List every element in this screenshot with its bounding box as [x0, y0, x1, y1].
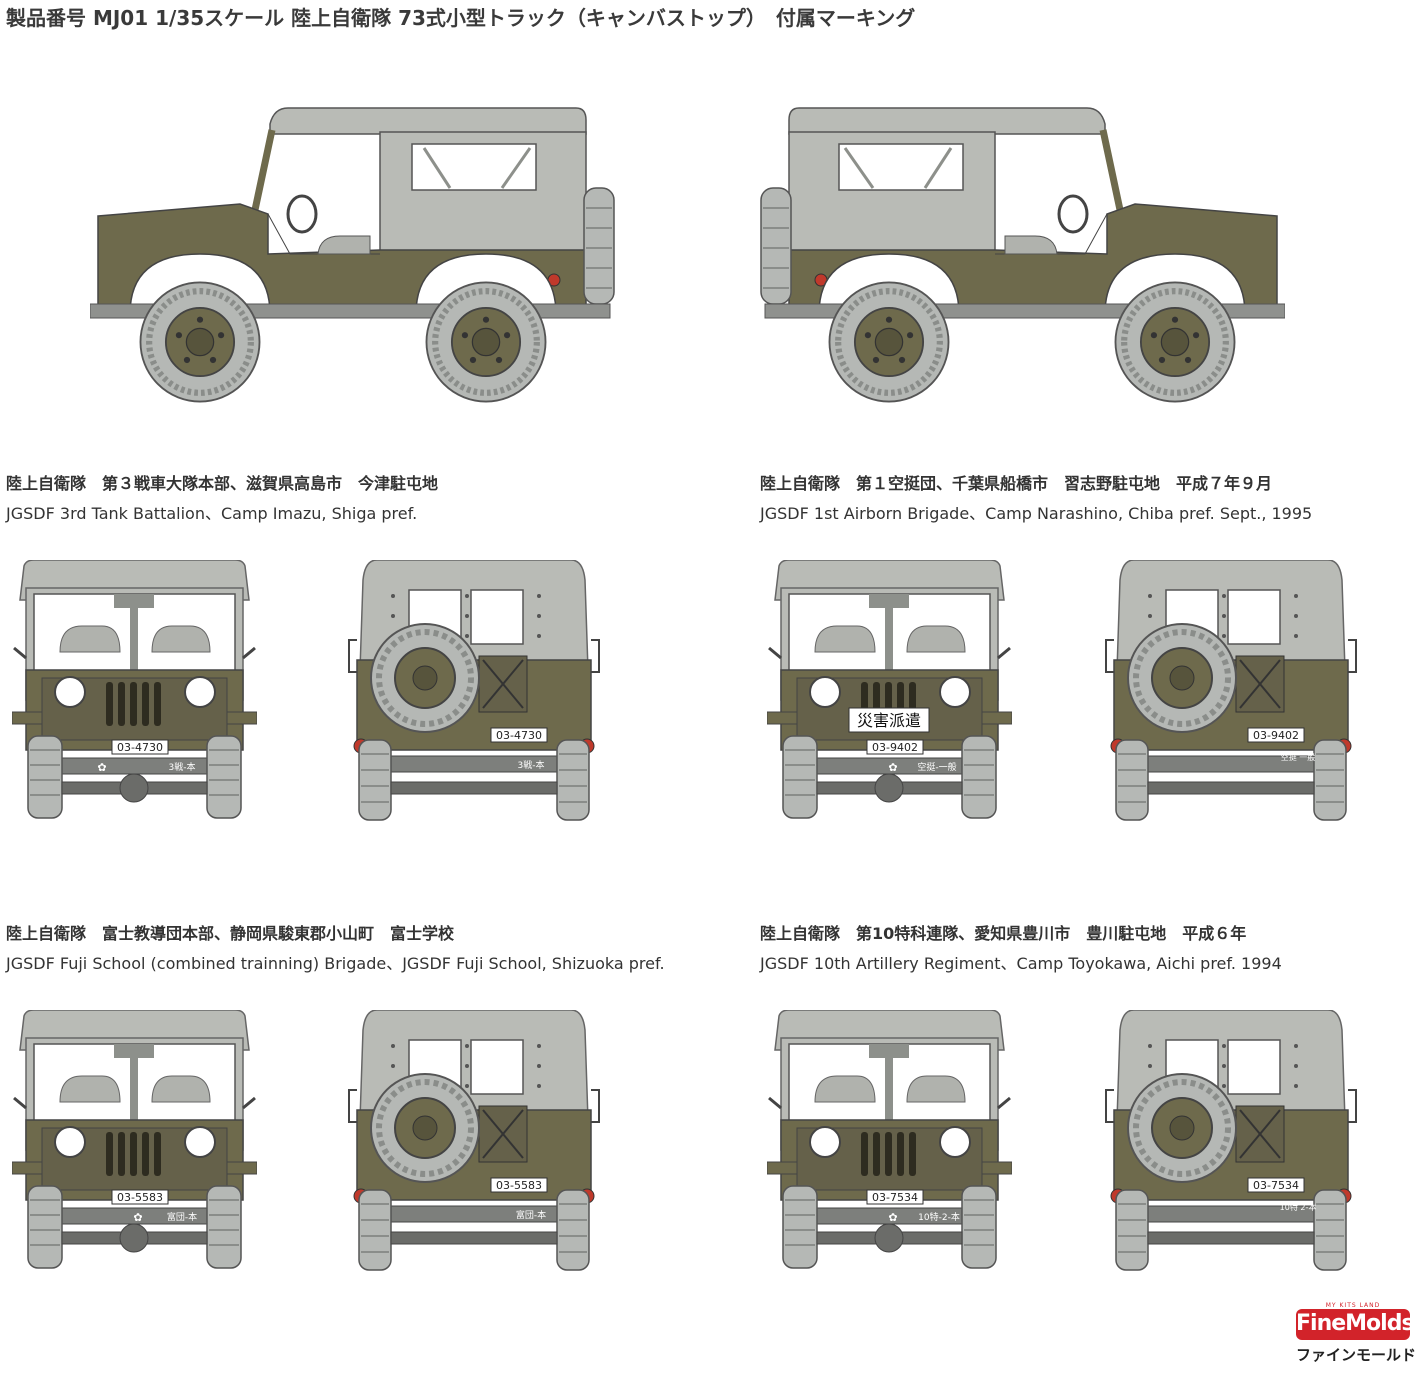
front-unit: 富団-本 — [167, 1211, 197, 1223]
caption-en: JGSDF 10th Artillery Regiment、Camp Toyok… — [760, 954, 1282, 973]
caption-jp: 陸上自衛隊 第10特科連隊、愛知県豊川市 豊川駐屯地 平成６年 — [760, 924, 1247, 943]
front-view-marking-3: 03-5583 富団-本 ✿ — [12, 1010, 257, 1270]
caption-jp: 陸上自衛隊 第３戦車大隊本部、滋賀県高島市 今津駐屯地 — [6, 474, 439, 493]
finemolds-logo: MY KITS LAND FineMolds ファインモールド — [1296, 1302, 1416, 1365]
front-unit: 空挺-一般 — [917, 761, 956, 773]
front-view-marking-1: 03-4730 3戦-本 ✿ — [12, 560, 257, 820]
front-plate: 03-5583 — [117, 1191, 163, 1204]
rear-plate: 03-7534 — [1253, 1179, 1299, 1192]
star-icon: ✿ — [97, 761, 106, 774]
rear-unit: 富団-本 — [516, 1209, 546, 1221]
page-title: 製品番号 MJ01 1/35スケール 陸上自衛隊 73式小型トラック（キャンバス… — [6, 6, 916, 30]
logo-brand: FineMolds — [1296, 1309, 1415, 1340]
star-icon: ✿ — [888, 1211, 897, 1224]
caption-jp: 陸上自衛隊 第１空挺団、千葉県船橋市 習志野駐屯地 平成７年９月 — [760, 474, 1273, 493]
caption-jp: 陸上自衛隊 富士教導団本部、静岡県駿東郡小山町 富士学校 — [6, 924, 455, 943]
star-icon: ✿ — [133, 1211, 142, 1224]
front-unit: 10特-2-本 — [918, 1211, 960, 1223]
rear-plate: 03-9402 — [1253, 729, 1299, 742]
marking-caption-4: 陸上自衛隊 第10特科連隊、愛知県豊川市 豊川駐屯地 平成６年 JGSDF 10… — [760, 920, 1416, 974]
marking-caption-3: 陸上自衛隊 富士教導団本部、静岡県駿東郡小山町 富士学校 JGSDF Fuji … — [6, 920, 696, 974]
rear-unit: 空挺 一般 — [1281, 752, 1316, 762]
front-view-marking-2: 災害派遣 03-9402 空挺-一般 ✿ — [767, 560, 1012, 820]
marking-caption-1: 陸上自衛隊 第３戦車大隊本部、滋賀県高島市 今津駐屯地 JGSDF 3rd Ta… — [6, 470, 696, 524]
logo-kana: ファインモールド — [1296, 1346, 1416, 1364]
caption-en: JGSDF 3rd Tank Battalion、Camp Imazu, Shi… — [6, 504, 418, 523]
front-plate: 03-7534 — [872, 1191, 918, 1204]
caption-en: JGSDF Fuji School (combined trainning) B… — [6, 954, 665, 973]
front-plate: 03-4730 — [117, 741, 163, 754]
star-icon: ✿ — [888, 761, 897, 774]
rear-view-marking-4: 03-7534 10特 2-本 — [1100, 1010, 1362, 1272]
rear-plate: 03-4730 — [496, 729, 542, 742]
rear-plate: 03-5583 — [496, 1179, 542, 1192]
front-unit: 3戦-本 — [169, 761, 196, 773]
marking-caption-2: 陸上自衛隊 第１空挺団、千葉県船橋市 習志野駐屯地 平成７年９月 JGSDF 1… — [760, 470, 1416, 524]
rear-view-marking-1: 03-4730 3戦-本 — [343, 560, 605, 822]
front-view-marking-4: 03-7534 10特-2-本 ✿ — [767, 1010, 1012, 1270]
caption-en: JGSDF 1st Airborn Brigade、Camp Narashino… — [760, 504, 1313, 523]
front-sign: 災害派遣 — [857, 711, 921, 730]
side-view-right-illustration — [745, 104, 1285, 404]
rear-view-marking-2: 03-9402 空挺 一般 — [1100, 560, 1362, 822]
rear-unit: 10特 2-本 — [1280, 1202, 1317, 1212]
rear-view-marking-3: 03-5583 富団-本 — [343, 1010, 605, 1272]
logo-tagline: MY KITS LAND — [1325, 1302, 1381, 1309]
rear-unit: 3戦-本 — [518, 759, 545, 771]
side-view-left-illustration — [90, 104, 630, 404]
front-plate: 03-9402 — [872, 741, 918, 754]
